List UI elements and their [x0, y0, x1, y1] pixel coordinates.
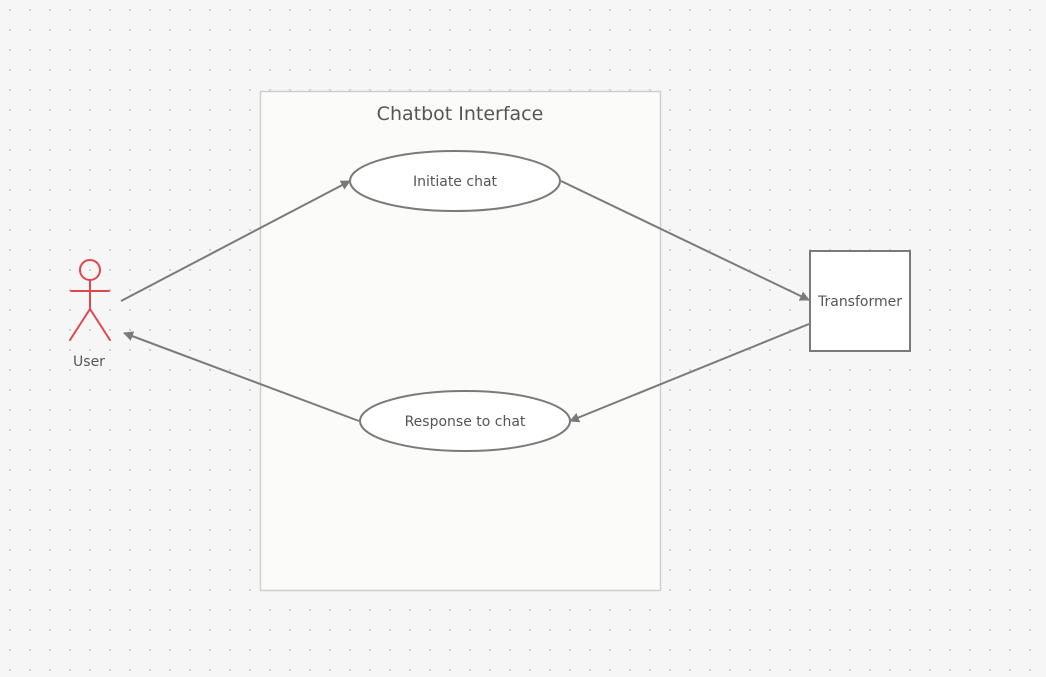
actor-user[interactable]: User [69, 259, 111, 370]
initiate-to-transformer-arrow[interactable] [560, 180, 810, 301]
transformer-to-response-arrow[interactable] [569, 323, 810, 423]
system-boundary-title: Chatbot Interface [377, 103, 544, 125]
use-case-initiate-chat[interactable]: Initiate chat [349, 150, 561, 212]
transformer-block[interactable]: Transformer [809, 250, 911, 352]
response-to-user-arrow[interactable] [123, 331, 360, 422]
connectors [120, 180, 810, 423]
use-case-response-to-chat[interactable]: Response to chat [359, 390, 571, 452]
transformer-box[interactable] [809, 250, 911, 352]
use-case-response-to-chat-shape[interactable] [359, 390, 571, 452]
transformer-label: Transformer [817, 294, 902, 310]
use-case-response-to-chat-label: Response to chat [405, 414, 526, 430]
user-to-initiate-arrow[interactable] [120, 180, 351, 302]
actor-user-label: User [73, 354, 105, 370]
stick-figure-icon[interactable] [69, 259, 111, 341]
use-case-initiate-chat-label: Initiate chat [413, 174, 498, 190]
use-case-initiate-chat-shape[interactable] [349, 150, 561, 212]
